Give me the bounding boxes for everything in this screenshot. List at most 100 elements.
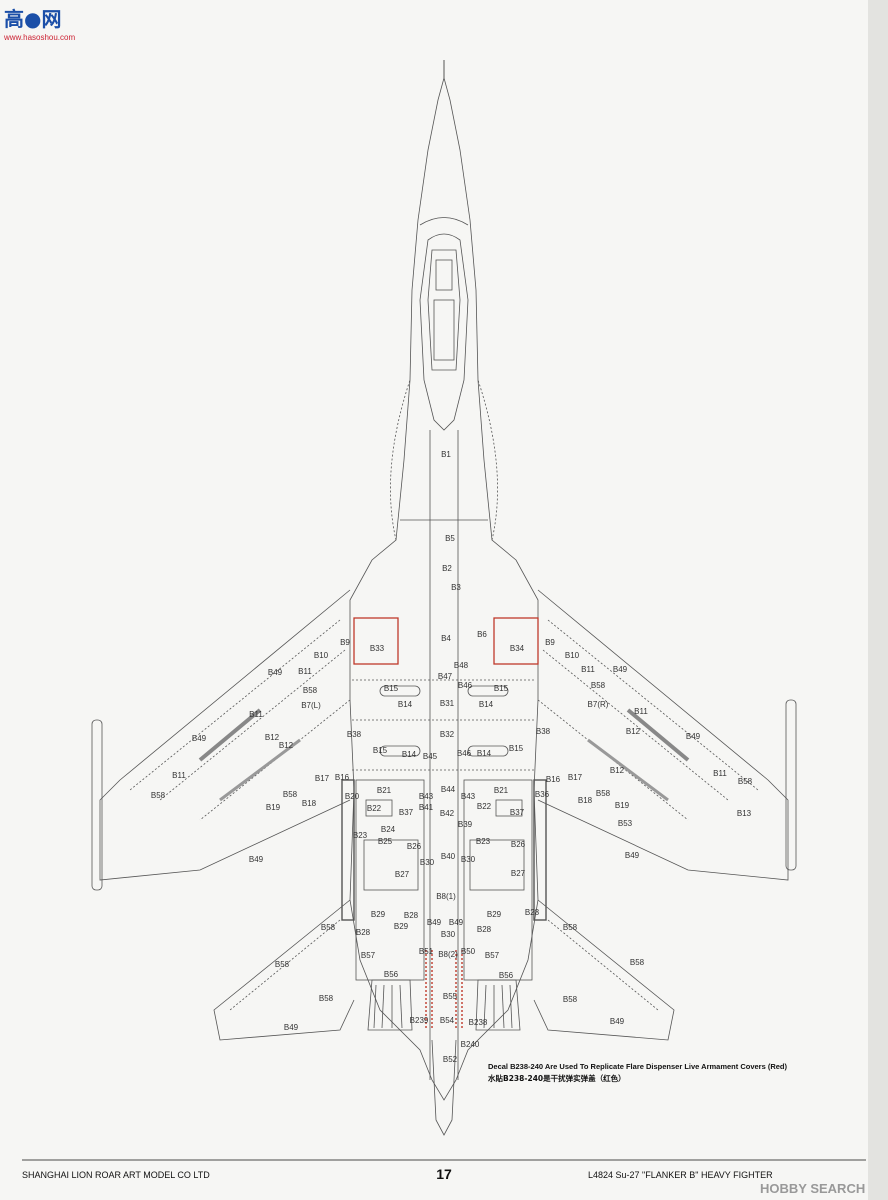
decal-label: B53 xyxy=(618,819,633,828)
decal-label: B22 xyxy=(367,804,382,813)
decal-label: B19 xyxy=(615,801,630,810)
decal-label: B49 xyxy=(610,1017,625,1026)
right-wing-outline xyxy=(537,589,789,881)
footer-title: L4824 Su-27 "FLANKER B" HEAVY FIGHTER xyxy=(588,1170,773,1180)
decal-label: B46 xyxy=(458,681,473,690)
decal-label: B37 xyxy=(399,808,414,817)
decal-label: B14 xyxy=(402,750,417,759)
decal-label: B39 xyxy=(458,820,473,829)
decal-label: B56 xyxy=(384,970,399,979)
decal-label: B57 xyxy=(485,951,500,960)
decal-label: B58 xyxy=(321,923,336,932)
decal-label: B49 xyxy=(427,918,442,927)
decal-label: B49 xyxy=(449,918,464,927)
decal-label: B17 xyxy=(315,774,330,783)
decal-label: B14 xyxy=(477,749,492,758)
decal-label: B5 xyxy=(445,534,455,543)
decal-label: B58 xyxy=(591,681,606,690)
decal-label: B58 xyxy=(738,777,753,786)
decal-label: B15 xyxy=(494,684,509,693)
decal-label: B58 xyxy=(151,791,166,800)
decal-label: B54 xyxy=(440,1016,455,1025)
aircraft-bottom-view xyxy=(91,60,797,1136)
decal-label: B50 xyxy=(461,947,476,956)
decal-label: B27 xyxy=(511,869,526,878)
decal-label: B42 xyxy=(440,809,455,818)
decal-label: B10 xyxy=(314,651,329,660)
decal-label: B49 xyxy=(249,855,264,864)
decal-label: B49 xyxy=(613,665,628,674)
right-stabilator xyxy=(533,899,675,1041)
page-edge-shadow xyxy=(868,0,888,1200)
decal-label: B29 xyxy=(394,922,409,931)
watermark-hobby-search: HOBBY SEARCH xyxy=(760,1181,865,1196)
decal-label: B7(R) xyxy=(588,700,609,709)
decal-note-chinese: 水貼B238-240是干扰弹实弹盖（红色） xyxy=(488,1073,626,1083)
decal-label: B19 xyxy=(266,803,281,812)
cockpit-outline xyxy=(419,233,469,431)
decal-label: B32 xyxy=(440,730,455,739)
decal-label: B11 xyxy=(634,707,648,716)
decal-label: B31 xyxy=(440,699,455,708)
decal-label: B239 xyxy=(410,1016,429,1025)
decal-label: B11 xyxy=(172,771,186,780)
decal-label: B49 xyxy=(625,851,640,860)
decal-label: B26 xyxy=(511,840,526,849)
decal-label: B49 xyxy=(284,1023,299,1032)
decal-label: B29 xyxy=(487,910,502,919)
decal-label: B41 xyxy=(419,803,434,812)
decal-label: B22 xyxy=(477,802,492,811)
decal-label: B58 xyxy=(630,958,645,967)
decal-label: B11 xyxy=(713,769,727,778)
decal-label: B3 xyxy=(451,583,461,592)
decal-label: B43 xyxy=(419,792,434,801)
decal-note-english: Decal B238-240 Are Used To Replicate Fla… xyxy=(488,1062,788,1071)
watermark-logo: 高●网 www.hasoshou.com xyxy=(4,7,75,42)
decal-label: B51 xyxy=(419,947,434,956)
decal-label: B14 xyxy=(479,700,494,709)
decal-label: B30 xyxy=(461,855,476,864)
decal-label: B27 xyxy=(395,870,410,879)
decal-label: B8(2) xyxy=(438,950,458,959)
decal-label: B23 xyxy=(353,831,368,840)
decal-label: B15 xyxy=(384,684,399,693)
decal-label: B34 xyxy=(510,644,525,653)
decal-label: B11 xyxy=(249,710,263,719)
decal-label: B12 xyxy=(265,733,280,742)
decal-label: B40 xyxy=(441,852,456,861)
decal-label: B49 xyxy=(686,732,701,741)
decal-label: B25 xyxy=(378,837,393,846)
left-wing-outline xyxy=(99,589,351,881)
decal-label: B10 xyxy=(565,651,580,660)
decal-label: B17 xyxy=(568,773,583,782)
decal-label: B26 xyxy=(407,842,422,851)
watermark-logo-text: 高●网 xyxy=(4,7,61,31)
decal-label: B49 xyxy=(268,668,283,677)
decal-label: B21 xyxy=(377,786,392,795)
decal-label: B16 xyxy=(546,775,561,784)
left-stabilator xyxy=(213,899,355,1041)
decal-label: B9 xyxy=(545,638,555,647)
decal-label: B44 xyxy=(441,785,456,794)
decal-label: B15 xyxy=(373,746,388,755)
decal-label: B38 xyxy=(347,730,362,739)
decal-label: B11 xyxy=(298,667,312,676)
decal-label: B18 xyxy=(302,799,317,808)
decal-label: B18 xyxy=(578,796,593,805)
decal-label: B9 xyxy=(340,638,350,647)
decal-label: B45 xyxy=(423,752,438,761)
decal-label: B14 xyxy=(398,700,413,709)
decal-label: B15 xyxy=(509,744,524,753)
decal-label: B58 xyxy=(283,790,298,799)
flare-dispenser-strips xyxy=(425,950,463,1030)
decal-label: B28 xyxy=(525,908,540,917)
decal-outline-b34 xyxy=(493,617,539,665)
decal-label: B28 xyxy=(477,925,492,934)
decal-label: B43 xyxy=(461,792,476,801)
decal-label: B28 xyxy=(356,928,371,937)
decal-label: B30 xyxy=(420,858,435,867)
decal-label: B12 xyxy=(610,766,625,775)
decal-label: B38 xyxy=(536,727,551,736)
